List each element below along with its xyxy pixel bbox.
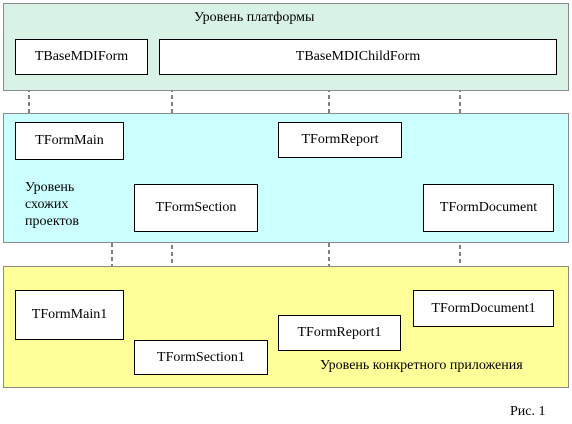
application-level-label: Уровень конкретного приложения xyxy=(320,358,523,373)
node-tformsection1: TFormSection1 xyxy=(134,340,268,375)
platform-level-label: Уровень платформы xyxy=(194,10,315,25)
projects-level-label-2: схожих xyxy=(25,197,69,212)
node-tbasemdiform: TBaseMDIForm xyxy=(15,39,148,75)
figure-caption: Рис. 1 xyxy=(510,404,546,419)
projects-level-label-3: проектов xyxy=(25,214,80,229)
node-tformdocument: TFormDocument xyxy=(423,184,554,232)
node-tformmain1: TFormMain1 xyxy=(15,290,124,340)
projects-level-label-1: Уровень xyxy=(25,180,75,195)
node-tformreport1: TFormReport1 xyxy=(278,315,401,351)
node-tformreport: TFormReport xyxy=(278,122,402,158)
node-tformsection: TFormSection xyxy=(134,184,258,232)
node-tformdocument1: TFormDocument1 xyxy=(413,290,554,327)
node-tformmain: TFormMain xyxy=(15,122,124,160)
node-tbasemdichildform: TBaseMDIChildForm xyxy=(159,39,557,75)
